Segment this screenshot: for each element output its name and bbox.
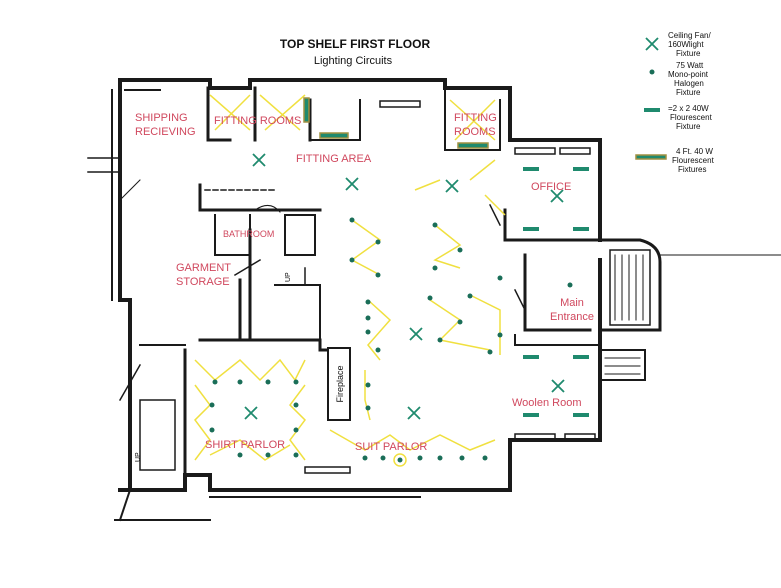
legend: Ceiling Fan/ 160Wlight Fixture 75 Watt M…: [635, 31, 715, 174]
legend-fluor-2x2-icon: [644, 108, 660, 112]
fireplace-label: Fireplace: [335, 365, 345, 402]
room-bathroom: BATHROOM: [223, 229, 274, 239]
room-garment-storage-2: STORAGE: [176, 276, 230, 288]
legend-fluor-4ft-line2: Flourescent: [672, 156, 715, 165]
room-suit-parlor: SUIT PARLOR: [355, 441, 427, 453]
legend-fan-line2: 160Wlight: [668, 40, 704, 49]
fan-icon-fitting-left: [252, 153, 266, 167]
fan-icon-fitting-center: [345, 177, 359, 191]
legend-fluor-2x2-line1: =2 x 2 40W: [668, 104, 709, 113]
ceiling-fans: [244, 153, 565, 420]
room-fitting-rooms-right-2: ROOMS: [454, 126, 496, 138]
legend-fluor-4ft-line3: Fixtures: [678, 165, 706, 174]
legend-fan-line1: Ceiling Fan/: [668, 31, 711, 40]
room-labels: SHIPPING RECIEVING FITTING ROOMS FITTING…: [135, 112, 594, 453]
circuit-lines: [194, 94, 506, 467]
room-office: OFFICE: [531, 181, 571, 193]
room-woolen: Woolen Room: [512, 397, 582, 409]
legend-fluor-4ft-line1: 4 Ft. 40 W: [676, 147, 713, 156]
legend-halogen-line1: 75 Watt: [676, 61, 704, 70]
room-garment-storage-1: GARMENT: [176, 262, 231, 274]
fluorescent-2x2-fixtures: [523, 167, 589, 417]
room-fitting-rooms-left: FITTING ROOMS: [214, 115, 301, 127]
legend-halogen-line3: Halogen: [674, 79, 704, 88]
plan-title: TOP SHELF FIRST FLOOR: [280, 37, 431, 51]
fan-icon-shirt-parlor: [244, 406, 258, 420]
room-fitting-area: FITTING AREA: [296, 153, 372, 165]
legend-fluor-4ft-icon: [635, 154, 667, 160]
room-shipping-label-1: SHIPPING: [135, 112, 188, 124]
fan-icon-center: [409, 327, 423, 341]
fan-icon-suit-parlor: [407, 406, 421, 420]
walls: [87, 78, 781, 522]
legend-fluor-2x2-line3: Fixture: [676, 122, 701, 131]
stair-up-label: UP: [285, 272, 292, 282]
plan-subtitle: Lighting Circuits: [314, 55, 393, 67]
legend-halogen-line4: Fixture: [676, 88, 701, 97]
room-main-entrance-2: Entrance: [550, 311, 594, 323]
legend-halogen-line2: Mono-point: [668, 70, 709, 79]
legend-halogen-icon: [649, 69, 655, 75]
halogen-fixtures: [209, 217, 573, 463]
fan-icon-woolen: [551, 379, 565, 393]
legend-fan-line3: Fixture: [676, 49, 701, 58]
legend-fan-icon: [645, 37, 659, 51]
room-shirt-parlor: SHIRT PARLOR: [205, 439, 285, 451]
room-main-entrance-1: Main: [560, 297, 584, 309]
fan-icon-fitting-right: [445, 179, 459, 193]
legend-fluor-2x2-line2: Flourescent: [670, 113, 713, 122]
stair-up-label-2: UP: [135, 452, 142, 462]
room-fitting-rooms-right-1: FITTING: [454, 112, 497, 124]
room-shipping-label-2: RECIEVING: [135, 126, 196, 138]
fan-icon-office: [550, 189, 564, 203]
fluorescent-4ft-fixtures: [303, 97, 489, 149]
